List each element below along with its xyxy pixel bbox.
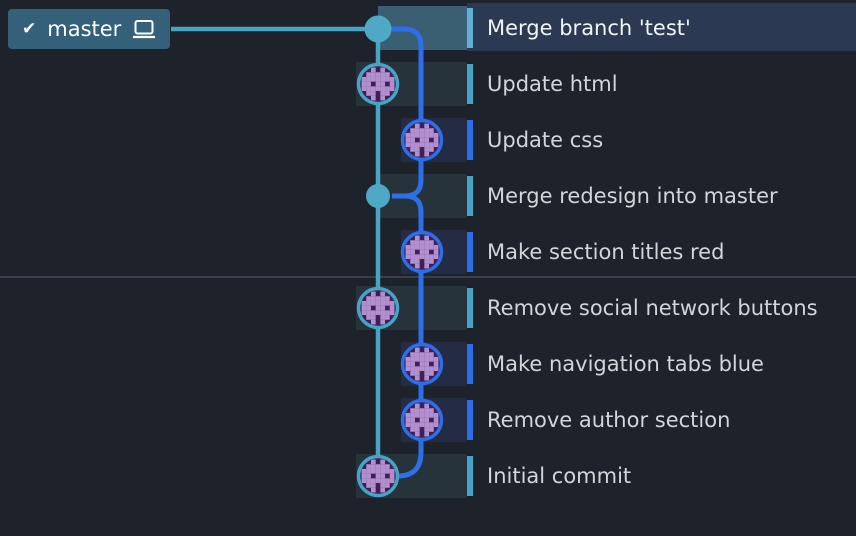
commit-row[interactable]: Make navigation tabs blue xyxy=(0,336,856,392)
commit-row[interactable]: Remove author section xyxy=(0,392,856,448)
commit-message: Initial commit xyxy=(487,464,632,488)
computer-icon xyxy=(132,19,156,39)
commit-message: Update css xyxy=(487,128,604,152)
branch-color-bar xyxy=(467,64,473,104)
branch-color-bar xyxy=(467,120,473,160)
branch-color-bar xyxy=(467,344,473,384)
commit-message: Make section titles red xyxy=(487,240,725,264)
graph-cell-highlight xyxy=(401,398,467,442)
commit-row[interactable]: Make section titles red xyxy=(0,224,856,280)
commit-message: Make navigation tabs blue xyxy=(487,352,764,376)
commit-message: Update html xyxy=(487,72,618,96)
graph-cell-highlight xyxy=(401,342,467,386)
commit-row[interactable]: Merge redesign into master xyxy=(0,168,856,224)
branch-color-bar xyxy=(467,456,473,496)
commit-row[interactable]: Initial commit xyxy=(0,448,856,504)
branch-color-bar xyxy=(467,400,473,440)
commit-row[interactable]: Update css xyxy=(0,112,856,168)
selected-row-highlight xyxy=(467,3,856,51)
branch-name: master xyxy=(47,17,122,41)
graph-cell-highlight xyxy=(401,230,467,274)
graph-cell-highlight xyxy=(378,174,467,218)
branch-badge-master[interactable]: ✔ master xyxy=(8,9,171,49)
branch-color-bar xyxy=(467,176,473,216)
graph-cell-highlight xyxy=(356,454,467,498)
commit-row[interactable]: Remove social network buttons xyxy=(0,280,856,336)
branch-color-bar xyxy=(467,288,473,328)
graph-cell-highlight xyxy=(356,62,467,106)
graph-cell-highlight xyxy=(356,286,467,330)
graph-cell-highlight xyxy=(378,6,467,50)
graph-cell-highlight xyxy=(401,118,467,162)
commit-message: Merge branch 'test' xyxy=(487,16,691,40)
commit-message: Remove author section xyxy=(487,408,731,432)
commit-message: Remove social network buttons xyxy=(487,296,818,320)
commit-message: Merge redesign into master xyxy=(487,184,778,208)
check-icon: ✔ xyxy=(22,18,37,39)
branch-color-bar xyxy=(467,8,473,48)
commit-row[interactable]: Update html xyxy=(0,56,856,112)
section-separator-line xyxy=(0,276,856,278)
branch-color-bar xyxy=(467,232,473,272)
